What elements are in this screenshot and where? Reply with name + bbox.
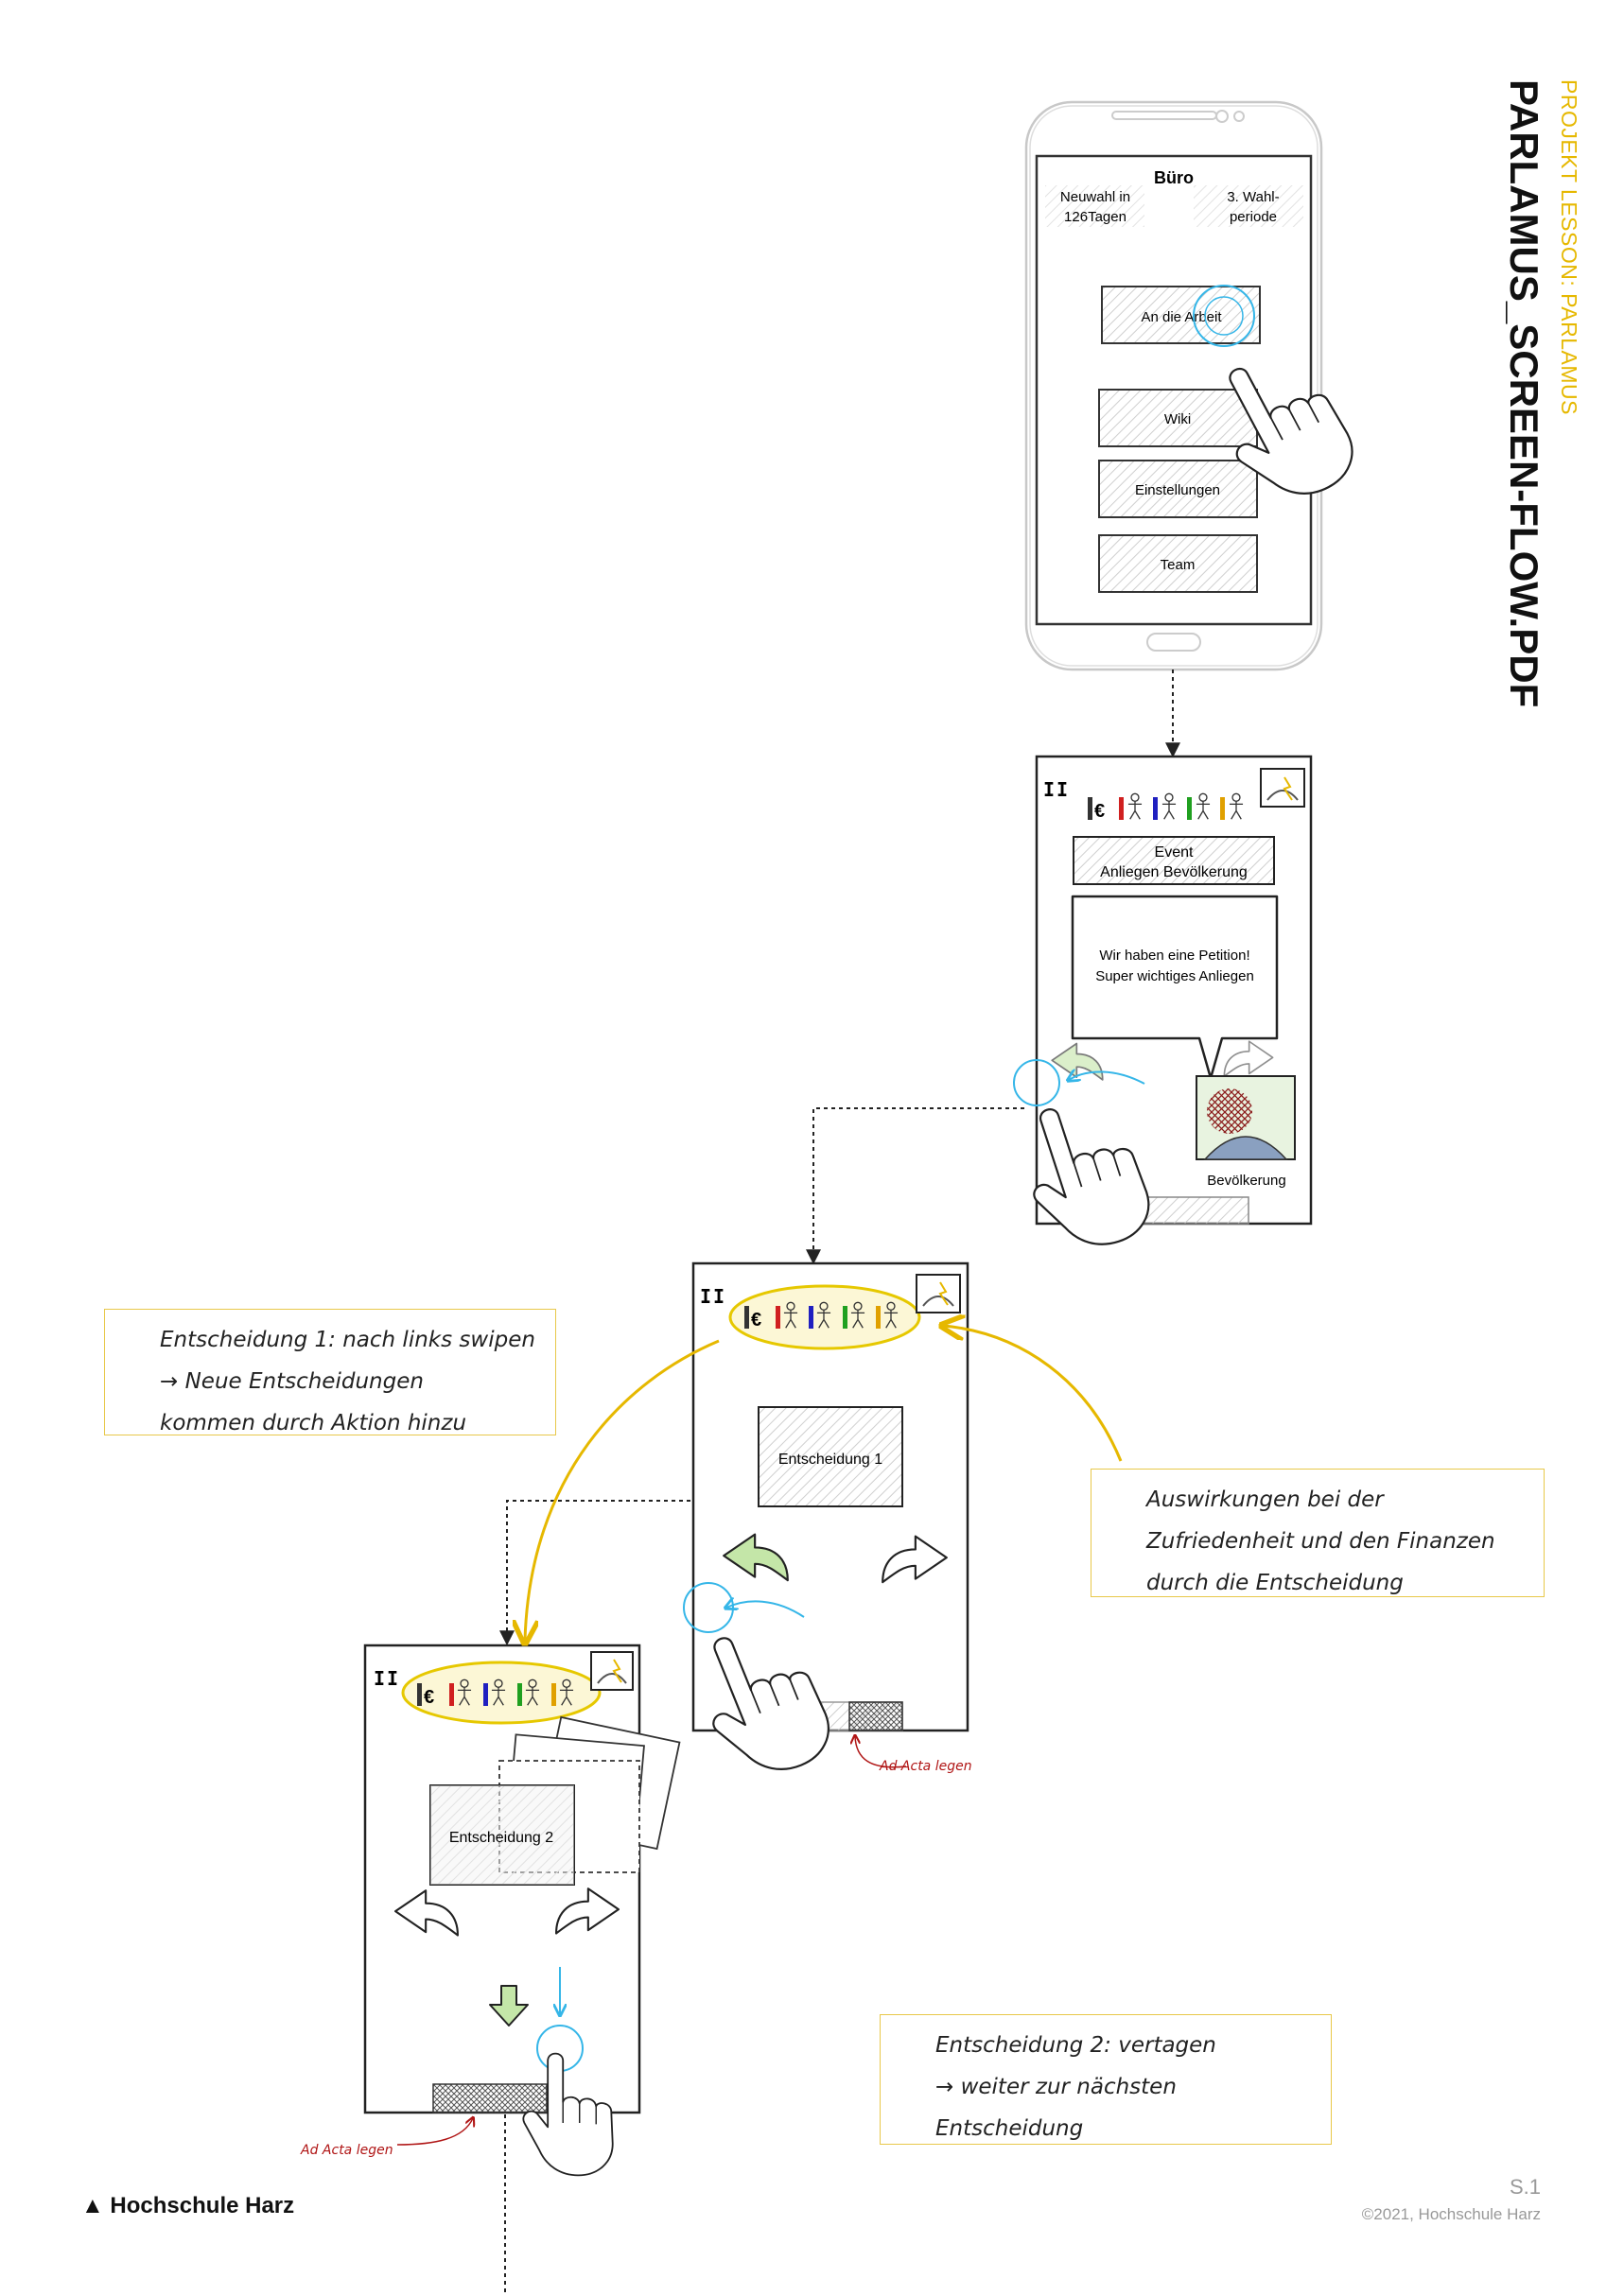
event-header xyxy=(1073,836,1275,885)
status-bar: € xyxy=(417,1679,574,1708)
note3-line3: Entscheidung xyxy=(935,2116,1084,2141)
note3-line2: → weiter zur nächsten xyxy=(935,2075,1177,2099)
bubble-line-2: Super wichtiges Anliegen xyxy=(1095,968,1254,984)
pause-icon[interactable]: II xyxy=(700,1285,726,1308)
note3-line1: Entscheidung 2: vertagen xyxy=(935,2033,1216,2058)
footer-info: S.1 ©2021, Hochschule Harz xyxy=(1362,2175,1541,2224)
note1-line3: kommen durch Aktion hinzu xyxy=(160,1411,467,1435)
note2-line3: durch die Entscheidung xyxy=(1146,1571,1404,1595)
election-countdown-line1: Neuwahl in xyxy=(1060,189,1130,205)
screen-2-event: II € Event Anliegen Bevölkerung Wir habe… xyxy=(1008,755,1313,1263)
decision-card-label: Entscheidung 1 xyxy=(778,1452,882,1468)
speech-bubble: Wir haben eine Petition! Super wichtiges… xyxy=(1071,895,1279,1080)
settings-button[interactable]: Einstellungen xyxy=(1098,460,1258,518)
work-button-label: An die Arbeit xyxy=(1141,309,1222,325)
screen1-title: Büro xyxy=(1154,168,1194,187)
election-countdown-line2: 126Tagen xyxy=(1064,209,1126,225)
yellow-effect-arrow-left xyxy=(525,1339,720,1641)
copyright: ©2021, Hochschule Harz xyxy=(1361,2205,1541,2223)
finance-euro-icon: € xyxy=(751,1310,761,1331)
legislative-period-line1: 3. Wahl- xyxy=(1227,189,1279,205)
screen-3-decision-1: II € Entscheidung 1 xyxy=(683,1261,972,1792)
pause-icon[interactable]: II xyxy=(1043,778,1070,801)
tap-indicator xyxy=(1193,285,1255,347)
file-title: PARLAMUS_SCREEN-FLOW.PDF xyxy=(1502,79,1546,708)
decision-card[interactable]: Entscheidung 1 xyxy=(758,1406,903,1507)
speaker-grill xyxy=(1111,111,1217,120)
annotation-note-postpone: Entscheidung 2: vertagen → weiter zur nä… xyxy=(880,2014,1332,2145)
ad-acta-tray[interactable] xyxy=(848,1701,903,1731)
wiki-button[interactable]: Wiki xyxy=(1098,389,1258,447)
team-button[interactable]: Team xyxy=(1098,534,1258,593)
note1-line1: Entscheidung 1: nach links swipen xyxy=(160,1328,535,1352)
character-name-label: Bevölkerung xyxy=(1207,1173,1285,1189)
team-button-label: Team xyxy=(1161,557,1196,573)
bubble-line-1: Wir haben eine Petition! xyxy=(1099,948,1249,964)
ad-acta-annotation: Ad Acta legen xyxy=(879,1759,972,1774)
yellow-effect-arrow-right xyxy=(944,1326,1123,1462)
swipe-touch-indicator xyxy=(1013,1059,1060,1106)
pause-icon[interactable]: II xyxy=(374,1667,400,1690)
flow-connector-2-3 xyxy=(806,1107,1024,1265)
swipe-down-arrow-icon[interactable] xyxy=(489,1985,529,2026)
note2-line2: Zufriedenheit und den Finanzen xyxy=(1146,1529,1495,1554)
event-type-label: Event xyxy=(1155,844,1194,861)
home-button[interactable] xyxy=(1146,633,1201,652)
finance-euro-icon: € xyxy=(424,1687,434,1708)
note2-line1: Auswirkungen bei der xyxy=(1146,1487,1384,1512)
status-bar: € xyxy=(744,1301,899,1331)
page-number: S.1 xyxy=(1509,2175,1541,2199)
decision-card-label: Entscheidung 2 xyxy=(449,1830,553,1846)
project-label: PROJEKT LESSON: PARLAMUS xyxy=(1557,79,1581,415)
decision-card[interactable]: Entscheidung 2 xyxy=(429,1784,575,1886)
parliament-thumbnail-icon[interactable] xyxy=(590,1651,634,1691)
ad-acta-annotation: Ad Acta legen xyxy=(300,2143,393,2158)
status-highlight xyxy=(728,1284,921,1350)
note1-line2: → Neue Entscheidungen xyxy=(160,1369,424,1394)
screen-1-phone: Büro Neuwahl in 126Tagen 3. Wahl- period… xyxy=(1024,100,1367,671)
wiki-button-label: Wiki xyxy=(1164,411,1191,427)
event-title-label: Anliegen Bevölkerung xyxy=(1100,864,1248,880)
screen-4-decision-2: II € Entscheidung 2 xyxy=(300,1644,681,2296)
flow-connector-3-4 xyxy=(499,1500,690,1646)
annotation-note-swipe-left: Entscheidung 1: nach links swipen → Neue… xyxy=(104,1309,556,1435)
settings-button-label: Einstellungen xyxy=(1135,482,1220,498)
work-button[interactable]: An die Arbeit xyxy=(1101,286,1261,344)
parliament-thumbnail-icon[interactable] xyxy=(916,1274,961,1313)
front-camera xyxy=(1215,110,1229,123)
finance-euro-icon: € xyxy=(1094,801,1105,822)
status-highlight xyxy=(401,1661,602,1725)
character-portrait xyxy=(1196,1075,1296,1160)
legislative-period-line2: periode xyxy=(1230,209,1277,225)
parliament-thumbnail-icon[interactable] xyxy=(1260,768,1305,808)
document-title-block: PROJEKT LESSON: PARLAMUS PARLAMUS_SCREEN… xyxy=(1496,79,1581,798)
status-bar: € xyxy=(1088,792,1244,822)
hochschule-harz-logo: ▲ Hochschule Harz xyxy=(81,2193,295,2218)
annotation-note-effects: Auswirkungen bei der Zufriedenheit und d… xyxy=(1091,1469,1545,1597)
ad-acta-tray[interactable] xyxy=(432,2083,548,2113)
